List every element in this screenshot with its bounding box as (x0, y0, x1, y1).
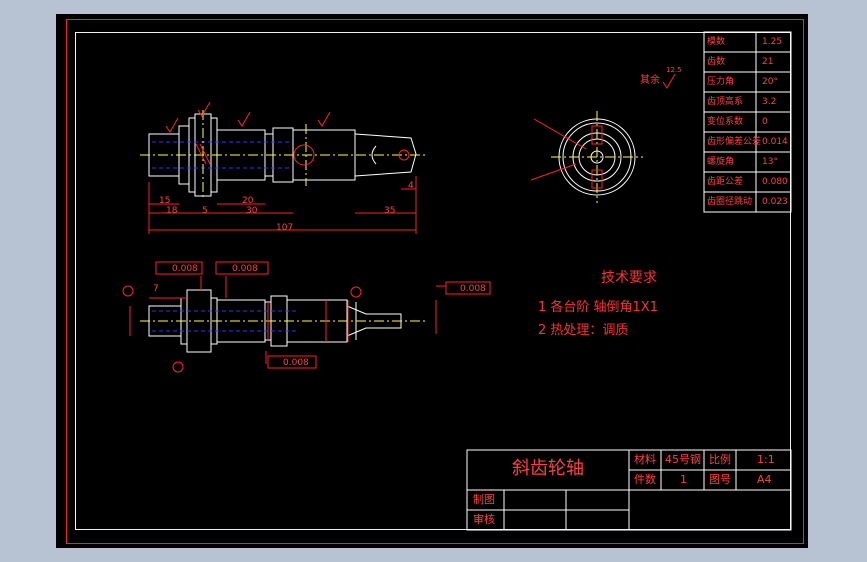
sheet-value: A4 (757, 473, 772, 486)
param-label: 齿圈径跳动 (707, 197, 753, 207)
drawing-border-outer (66, 19, 804, 544)
param-value: 13° (762, 157, 778, 167)
title-block-grid (466, 449, 792, 531)
drawing-title: 斜齿轮轴 (512, 458, 584, 479)
dim-35: 35 (384, 206, 396, 216)
param-value: 1.25 (762, 37, 783, 47)
front-dimensions (129, 276, 446, 364)
section-keyway (530, 118, 603, 189)
param-label: 螺旋角 (707, 157, 735, 167)
scale-label: 比例 (709, 453, 731, 466)
tolerance-4: 0.008 (460, 284, 486, 294)
scale-value: 1:1 (757, 453, 775, 466)
param-label: 压力角 (707, 77, 735, 87)
tolerance-3: 0.008 (283, 358, 309, 368)
roughness-note-value: 12.5 (666, 66, 682, 74)
param-label: 齿数 (707, 57, 726, 67)
dim-5: 5 (202, 206, 208, 216)
notes-item-1: 1 各台阶 轴倒角1X1 (538, 300, 658, 315)
dim-18: 18 (166, 206, 178, 216)
param-value: 0.014 (762, 137, 788, 147)
material-value: 45号钢 (665, 453, 701, 466)
dim-30: 30 (246, 206, 258, 216)
quantity-value: 1 (680, 473, 687, 486)
param-value: 0.023 (762, 197, 788, 207)
param-label: 齿顶高系 (707, 97, 744, 107)
tolerance-1: 0.008 (172, 264, 198, 274)
drawing-border-inner (75, 32, 791, 530)
dim-15: 15 (159, 196, 171, 206)
param-label: 齿距公差 (707, 177, 744, 187)
shaft-top-cutouts (195, 143, 410, 166)
shaft-front-hidden (152, 310, 296, 332)
tolerance-frames (122, 261, 491, 373)
param-value: 20° (762, 77, 778, 87)
param-label: 模数 (707, 37, 726, 47)
sheet-label: 图号 (709, 473, 731, 486)
param-value: 0 (762, 117, 768, 127)
roughness-symbols (165, 73, 676, 133)
cad-drawing-canvas[interactable]: 15 18 5 20 30 4 35 107 7 0.008 0.008 0.0… (56, 14, 808, 548)
dim-total: 107 (276, 223, 294, 233)
dim-20: 20 (242, 196, 254, 206)
top-dimensions (148, 176, 417, 234)
notes-item-2: 2 热处理：调质 (538, 323, 629, 338)
shaft-top-centerline (140, 110, 428, 200)
param-table-grid (703, 31, 792, 213)
dim-4: 4 (408, 181, 414, 191)
checked-by-label: 审核 (473, 513, 495, 526)
param-value: 21 (762, 57, 774, 67)
tolerance-2: 0.008 (232, 264, 258, 274)
dim-7: 7 (153, 284, 159, 294)
param-label: 变位系数 (707, 117, 744, 127)
section-centerline (551, 111, 643, 203)
param-value: 3.2 (762, 97, 777, 107)
param-label: 齿形偏差公差 (707, 137, 762, 147)
param-value: 0.080 (762, 177, 788, 187)
cad-geometry (122, 31, 792, 531)
notes-heading: 技术要求 (601, 270, 657, 286)
material-label: 材料 (634, 453, 656, 466)
quantity-label: 件数 (634, 473, 656, 486)
roughness-note-label: 其余 (640, 75, 660, 86)
shaft-top-hidden (152, 141, 291, 169)
drawn-by-label: 制图 (473, 493, 495, 506)
